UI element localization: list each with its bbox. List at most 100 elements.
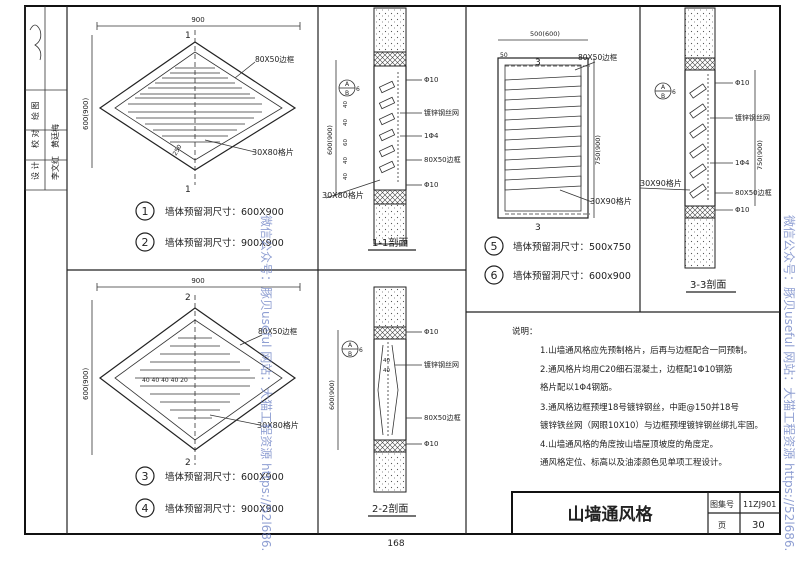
s22-dim-2: 40	[383, 368, 390, 374]
s22-label-4: Φ10	[424, 440, 438, 448]
panel-3: 500(600) 50 3 3 750(900) 80X50边框 30X90格片…	[484, 30, 632, 285]
section-2-2: 600(900) 40 40 A B 6 Φ10 镀锌钢丝网 80X50边框 Φ…	[328, 286, 461, 517]
p1-slat-dim: 250	[172, 143, 184, 157]
s22-ref-top: A	[348, 342, 353, 349]
handwritten-signature	[29, 24, 42, 61]
p2-spec-3-text: 墙体预留洞尺寸：600X900	[165, 471, 284, 483]
p3-section-mark-top: 3	[535, 58, 541, 68]
p1-spec-1-text: 墙体预留洞尺寸：600X900	[165, 206, 284, 218]
p1-dim-width: 900	[191, 16, 204, 24]
sig-label-design: 设 计	[30, 161, 40, 180]
s33-ref-top: A	[661, 84, 666, 91]
p2-spec-4-circle	[135, 498, 155, 518]
watermark-right: 微信公众号：豚贝useful 网站：大猫工程资源 https://52l686.	[782, 215, 797, 551]
s22-dim-height: 600(900)	[328, 380, 336, 410]
p1-spec-2-circle	[135, 232, 155, 252]
s11-label-4: 80X50边框	[424, 155, 461, 164]
s11-dim-height: 600(900)	[326, 125, 334, 155]
s22-title: 2-2剖面	[372, 502, 408, 515]
p3-section-mark-bottom: 3	[535, 223, 541, 233]
panel-1: 900 600(900) 1 1 80X50边框 30X80格片	[82, 16, 301, 252]
s11-dim-5: 40	[343, 173, 349, 180]
p3-dim-height: 750(900)	[594, 135, 602, 165]
s33-label-2: 镀锌钢丝网	[735, 113, 770, 122]
title-block: 山墙通风格 图集号 11ZJ901 页 30	[511, 491, 781, 535]
s11-bottom-label: 30X80格片	[322, 190, 364, 200]
p2-frame-label: 80X50边框	[258, 326, 298, 336]
p2-spec-3-num: 3	[142, 470, 149, 483]
s11-label-5: Φ10	[424, 181, 438, 189]
p2-section-mark-bottom: 2	[185, 458, 191, 468]
p2-section-mark-top: 2	[185, 293, 191, 303]
note-4: 4.山墙通风格的角度按山墙屋顶坡度的角度定。	[540, 439, 718, 450]
signature-block: 校 对 设 计 绘 图 黄廷梅 李文红	[24, 6, 67, 191]
s33-ref-sheet: 6	[672, 89, 676, 96]
p1-dim-height: 600(900)	[82, 98, 90, 130]
s33-dim-height: 750(900)	[756, 140, 764, 170]
p1-spec-1-num: 1	[142, 205, 149, 218]
s22-ref-sheet: 6	[359, 347, 363, 354]
s11-label-1: Φ10	[424, 76, 438, 84]
s11-dim-3: 60	[343, 139, 349, 146]
note-1: 1.山墙通风格应先预制格片，后再与边框配合一同预制。	[540, 345, 752, 356]
s33-label-5: Φ10	[735, 206, 749, 214]
sig-value-check: 黄廷梅	[50, 124, 60, 148]
s11-ref-top: A	[345, 81, 350, 88]
s22-label-1: Φ10	[424, 328, 438, 336]
s11-dim-4: 40	[343, 157, 349, 164]
p3-spec-6-num: 6	[491, 269, 498, 282]
p1-spec-2-num: 2	[142, 236, 149, 249]
p2-dim-height: 600(900)	[82, 368, 90, 400]
p3-dim-width: 500(600)	[530, 30, 560, 38]
p3-spec-5-text: 墙体预留洞尺寸：500x750	[513, 241, 631, 253]
notes-heading: 说明：	[512, 326, 538, 337]
s33-title: 3-3剖面	[690, 278, 726, 291]
page-number: 168	[387, 539, 404, 549]
p2-spec-4-text: 墙体预留洞尺寸：900X900	[165, 503, 284, 515]
drawing-title: 山墙通风格	[568, 504, 654, 525]
s22-ref-bottom: B	[348, 351, 352, 358]
p3-frame-label: 80X50边框	[578, 52, 618, 62]
p3-slat-label: 30X90格片	[590, 196, 632, 206]
p1-frame-label: 80X50边框	[255, 54, 295, 64]
sig-value-design: 李文红	[50, 156, 60, 180]
s33-ref-bottom: B	[661, 93, 665, 100]
s33-label-4: 80X50边框	[735, 188, 772, 197]
p2-spec-3-circle	[135, 466, 155, 486]
sig-label-check: 校 对	[30, 129, 40, 148]
p3-spec-5-num: 5	[491, 240, 498, 253]
s11-dim-1: 40	[343, 101, 349, 108]
p3-spec-6-circle	[484, 265, 504, 285]
section-1-1: 600(900) 40 40 60 40 40 A B 6 Φ10 镀锌钢丝网 …	[322, 7, 461, 251]
note-3b: 镀锌铁丝网（网眼10X10）与边框预埋镀锌钢丝绑扎牢固。	[540, 420, 763, 431]
panel-2: 900 600(900) 2 2 40 40 40 40 20 80X50边框 …	[82, 277, 301, 518]
page-value: 30	[752, 520, 765, 531]
s33-label-1: Φ10	[735, 79, 749, 87]
p2-dim-width: 900	[191, 277, 204, 285]
p3-spec-5-circle	[484, 236, 504, 256]
watermark-left: 微信公众号：豚贝useful 网站：大猫工程资源 https://52l686.	[259, 215, 274, 551]
s11-ref-sheet: 6	[356, 86, 360, 93]
s11-ref-bottom: B	[345, 90, 349, 97]
p1-section-mark-top: 1	[185, 31, 191, 41]
p2-inner-dims: 40 40 40 40 20	[142, 377, 188, 384]
s33-label-3: 1Φ4	[735, 159, 750, 167]
note-3: 3.通风格边框预埋18号镀锌钢丝，中距@150并18号	[540, 402, 739, 413]
atlas-label: 图集号	[710, 499, 734, 509]
s11-title: 1-1剖面	[372, 236, 408, 249]
sheet-border	[24, 5, 781, 535]
s22-label-2: 镀锌钢丝网	[424, 360, 459, 369]
notes-block: 说明： 1.山墙通风格应先预制格片，后再与边框配合一同预制。 2.通风格片均用C…	[512, 326, 763, 468]
p1-spec-2-text: 墙体预留洞尺寸：900X900	[165, 237, 284, 249]
p1-spec-1-circle	[135, 201, 155, 221]
s22-dim-1: 40	[383, 358, 390, 364]
note-2b: 格片配以1Φ4钢筋。	[540, 382, 617, 393]
p1-section-mark-bottom: 1	[185, 185, 191, 195]
s11-label-3: 1Φ4	[424, 132, 439, 140]
s11-dim-2: 40	[343, 119, 349, 126]
s22-label-3: 80X50边框	[424, 413, 461, 422]
page-label: 页	[718, 521, 726, 530]
s11-label-2: 镀锌钢丝网	[424, 108, 459, 117]
p3-spec-6-text: 墙体预留洞尺寸：600x900	[513, 270, 631, 282]
